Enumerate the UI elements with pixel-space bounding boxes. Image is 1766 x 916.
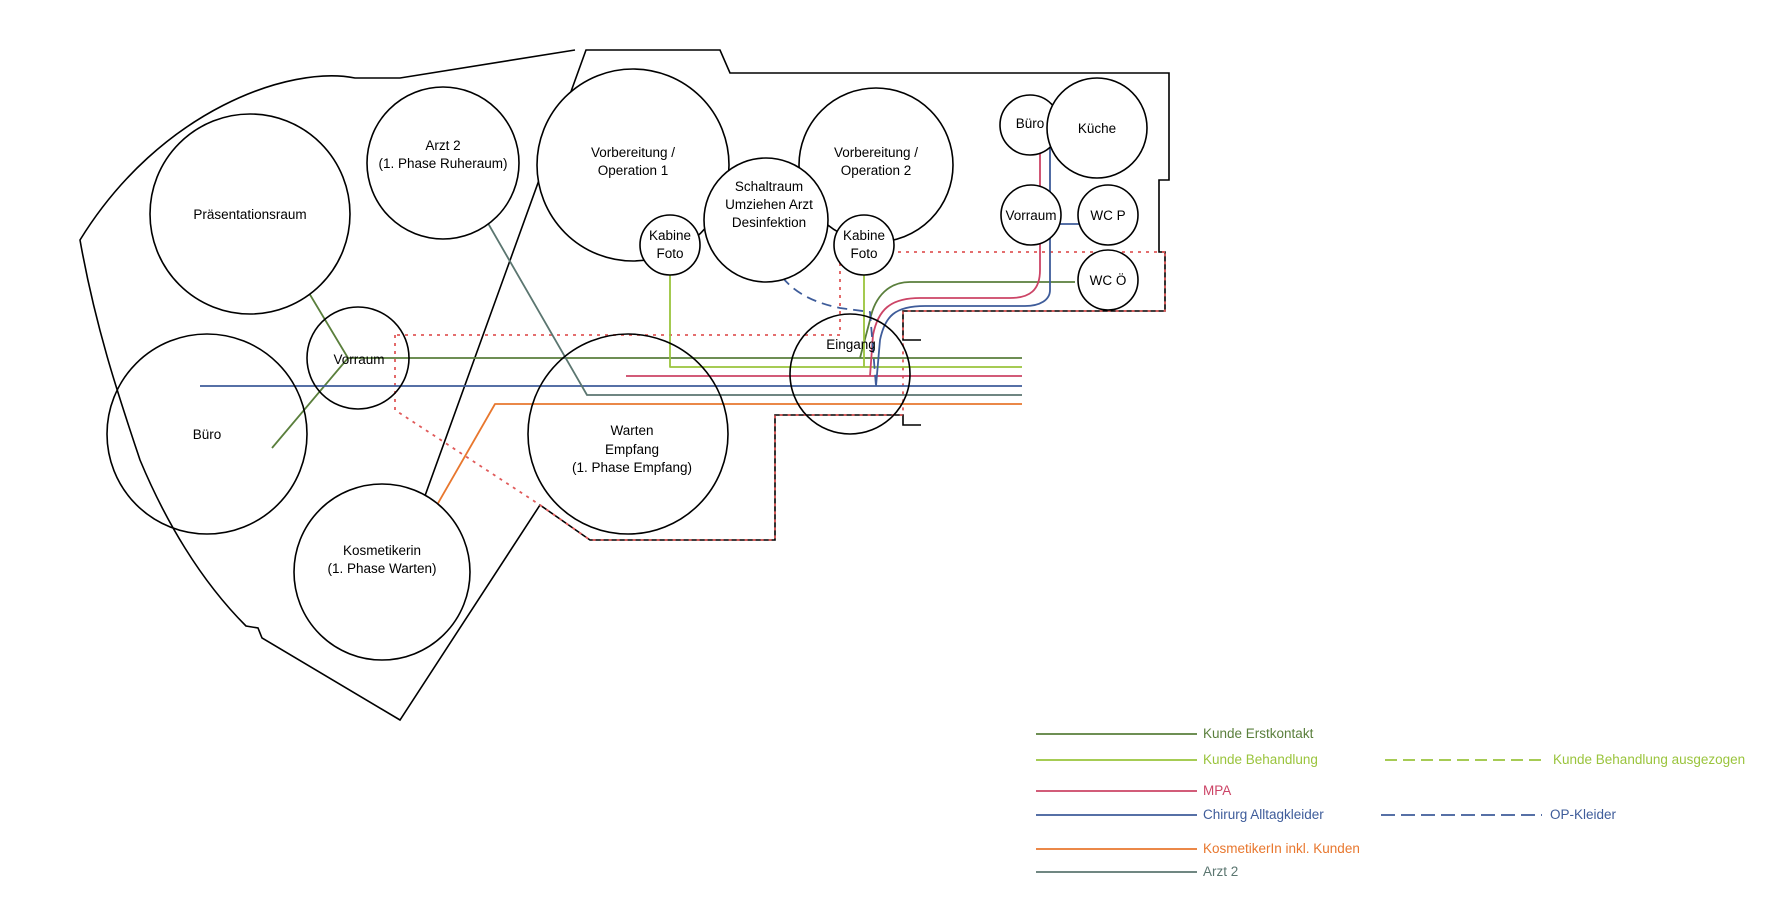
room-kueche: Küche xyxy=(1046,77,1148,179)
room-label: (1. Phase Ruheraum) xyxy=(378,156,507,171)
room-label: Vorbereitung / xyxy=(834,145,918,160)
room-label: WC Ö xyxy=(1090,273,1127,288)
legend-item-kosmetikerin: KosmetikerIn inkl. Kunden xyxy=(1036,841,1360,856)
legend-label: Kunde Behandlung ausgezogen xyxy=(1553,752,1745,767)
room-label: (1. Phase Warten) xyxy=(327,561,436,576)
room-label: (1. Phase Empfang) xyxy=(572,460,692,475)
room-label: Vorraum xyxy=(1005,208,1056,223)
room-label: Operation 2 xyxy=(841,163,912,178)
legend-item-kunde-erstkontakt: Kunde Erstkontakt xyxy=(1036,726,1314,741)
room-vorbereitung-2: Vorbereitung / Operation 2 xyxy=(798,87,954,243)
room-kosmetikerin: Kosmetikerin (1. Phase Warten) xyxy=(293,483,471,661)
legend-item-arzt2: Arzt 2 xyxy=(1036,864,1238,879)
room-label: WC P xyxy=(1090,208,1125,223)
room-label: Präsentationsraum xyxy=(193,207,306,222)
room-warten: Warten Empfang (1. Phase Empfang) xyxy=(527,333,729,535)
room-label: Operation 1 xyxy=(598,163,669,178)
legend-label: Chirurg Alltagkleider xyxy=(1203,807,1324,822)
room-wc-p: WC P xyxy=(1077,184,1139,246)
room-buero-left: Büro xyxy=(106,333,308,535)
legend-item-chirurg: Chirurg Alltagkleider xyxy=(1036,807,1324,822)
legend-label: Arzt 2 xyxy=(1203,864,1238,879)
room-label: Kabine xyxy=(843,228,885,243)
room-vorraum-right: Vorraum xyxy=(1000,184,1062,246)
room-label: Eingang xyxy=(826,337,876,352)
room-label: Kabine xyxy=(649,228,691,243)
separation-dotted-line xyxy=(394,251,1166,541)
legend: Kunde Erstkontakt Kunde Behandlung Kunde… xyxy=(1036,726,1745,879)
route-kosmetikerin xyxy=(413,403,1022,546)
legend-label: Kunde Erstkontakt xyxy=(1203,726,1314,741)
legend-label: OP-Kleider xyxy=(1550,807,1617,822)
room-vorbereitung-1: Vorbereitung / Operation 1 xyxy=(536,68,730,262)
legend-item-op-kleider: OP-Kleider xyxy=(1381,807,1617,822)
legend-label: MPA xyxy=(1203,783,1231,798)
room-label: Warten xyxy=(610,423,653,438)
room-wc-oe: WC Ö xyxy=(1077,249,1139,311)
legend-label: KosmetikerIn inkl. Kunden xyxy=(1203,841,1360,856)
room-label: Foto xyxy=(656,246,683,261)
room-label: Desinfektion xyxy=(732,215,806,230)
room-schaltraum: Schaltraum Umziehen Arzt Desinfektion xyxy=(703,157,829,283)
room-label: Schaltraum xyxy=(735,179,803,194)
room-label: Foto xyxy=(850,246,877,261)
room-arzt2: Arzt 2 (1. Phase Ruheraum) xyxy=(366,86,520,240)
room-kabine-1: Kabine Foto xyxy=(639,214,701,276)
legend-label: Kunde Behandlung xyxy=(1203,752,1318,767)
room-label: Umziehen Arzt xyxy=(725,197,813,212)
room-eingang: Eingang xyxy=(789,313,911,435)
route-kunde-erstkontakt xyxy=(271,252,1075,449)
room-kabine-2: Kabine Foto xyxy=(833,214,895,276)
room-label: Vorraum xyxy=(333,352,384,367)
room-label: Küche xyxy=(1078,121,1116,136)
building-outline xyxy=(79,49,1170,722)
room-praesentationsraum: Präsentationsraum xyxy=(149,113,351,315)
room-vorraum-left: Vorraum xyxy=(306,306,410,410)
room-label: Büro xyxy=(193,427,222,442)
room-label: Arzt 2 xyxy=(425,138,460,153)
legend-item-kunde-behandlung-ausgezogen: Kunde Behandlung ausgezogen xyxy=(1385,752,1745,767)
room-label: Kosmetikerin xyxy=(343,543,421,558)
legend-item-mpa: MPA xyxy=(1036,783,1231,798)
room-label: Büro xyxy=(1016,116,1045,131)
route-arzt2 xyxy=(469,191,1022,396)
room-label: Vorbereitung / xyxy=(591,145,675,160)
room-label: Empfang xyxy=(605,442,659,457)
legend-item-kunde-behandlung: Kunde Behandlung xyxy=(1036,752,1318,767)
